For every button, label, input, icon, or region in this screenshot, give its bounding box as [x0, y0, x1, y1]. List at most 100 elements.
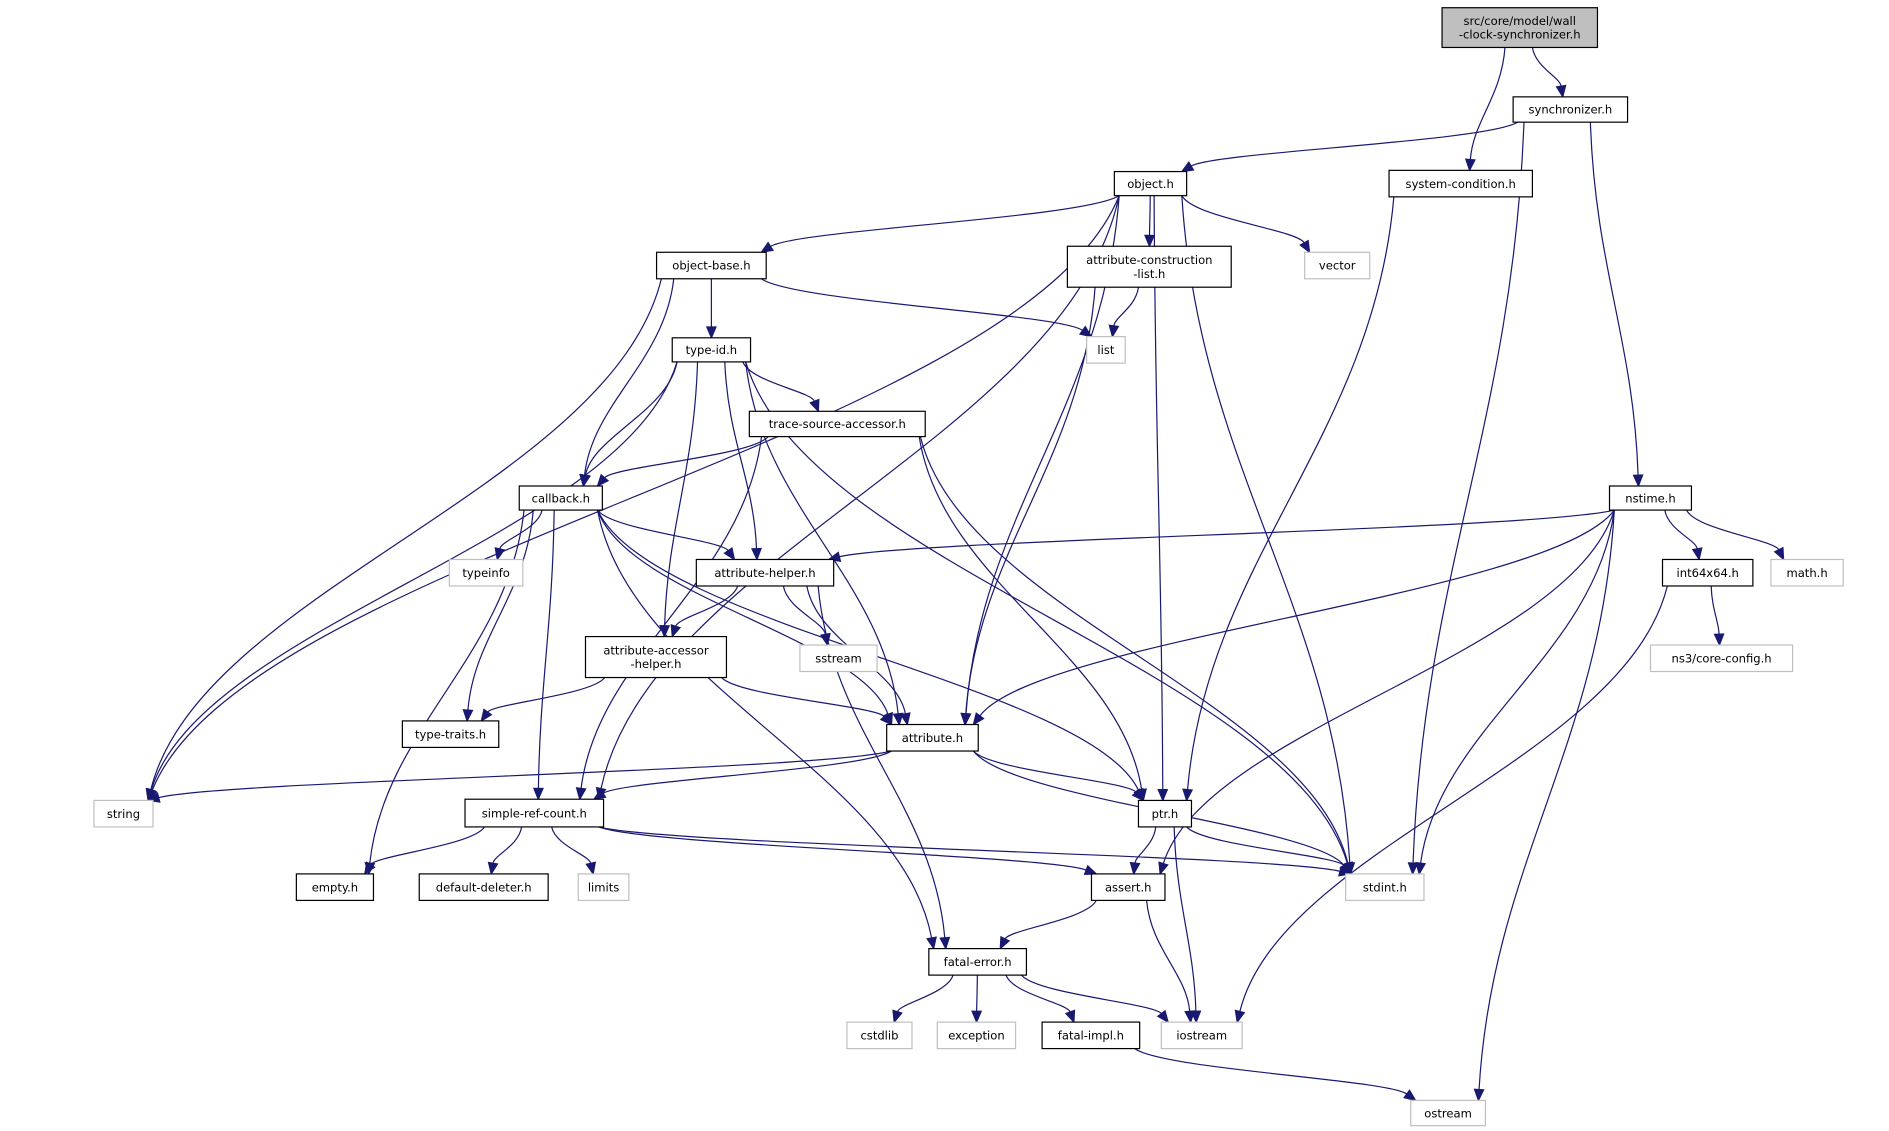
node-box — [401, 720, 500, 749]
arrowhead-icon — [972, 712, 985, 726]
node-stdint: stdint.h — [1345, 873, 1425, 902]
node-simple-ref[interactable]: simple-ref-count.h — [464, 798, 605, 828]
node-box — [295, 873, 375, 902]
edge-trace_source-to-ptr — [918, 436, 1143, 790]
edge-attr_helper-to-attr_acc_helper — [675, 585, 739, 627]
node-system-condition[interactable]: system-condition.h — [1388, 169, 1534, 198]
arrowhead-icon — [1184, 1010, 1196, 1024]
node-synchronizer[interactable]: synchronizer.h — [1512, 96, 1629, 123]
edge-object-to-attr_constr_list — [1148, 195, 1151, 236]
node-label: attribute-accessor — [603, 643, 709, 657]
node-trace-source[interactable]: trace-source-accessor.h — [748, 410, 926, 438]
node-label: typeinfo — [462, 566, 509, 580]
arrowhead-icon — [1632, 474, 1644, 488]
edge-attribute-to-ptr — [972, 750, 1137, 793]
node-label: -clock-synchronizer.h — [1459, 28, 1581, 42]
edge-nstime-to-stdint — [1420, 510, 1615, 864]
node-default-deleter[interactable]: default-deleter.h — [418, 873, 549, 902]
node-label: -list.h — [1133, 267, 1165, 281]
node-fatal-impl[interactable]: fatal-impl.h — [1041, 1021, 1141, 1050]
arrowhead-icon — [971, 1010, 983, 1024]
arrowhead-icon — [1340, 861, 1353, 876]
node-attr-constr-list[interactable]: attribute-construction-list.h — [1066, 245, 1232, 288]
edge-object-to-simple_ref — [600, 195, 1120, 789]
edge-trace_source-to-simple_ref — [580, 436, 763, 789]
node-label: assert.h — [1105, 880, 1151, 894]
node-exception: exception — [936, 1021, 1017, 1050]
node-assert[interactable]: assert.h — [1090, 873, 1166, 902]
edge-assert-to-iostream — [1145, 900, 1191, 1012]
node-type-id[interactable]: type-id.h — [671, 337, 752, 363]
arrowhead-icon — [1773, 546, 1785, 561]
node-ptr[interactable]: ptr.h — [1137, 799, 1193, 828]
node-box — [1160, 1021, 1243, 1050]
node-label: cstdlib — [860, 1029, 898, 1043]
arrowhead-icon — [670, 624, 682, 639]
node-box — [1090, 873, 1166, 902]
edge-callback-to-typeinfo — [499, 509, 543, 550]
edge-callback-to-simple_ref — [537, 510, 555, 789]
node-int64x64[interactable]: int64x64.h — [1661, 558, 1754, 587]
edge-simple_ref-to-empty — [370, 826, 485, 866]
edge-simple_ref-to-default_deleter — [492, 826, 523, 864]
arrowhead-icon — [939, 936, 951, 951]
arrowhead-icon — [1234, 1009, 1246, 1024]
arrowhead-icon — [705, 326, 717, 340]
node-label: system-condition.h — [1406, 177, 1516, 191]
node-empty[interactable]: empty.h — [295, 873, 375, 902]
node-typeinfo: typeinfo — [448, 558, 524, 587]
node-box — [1608, 485, 1693, 511]
node-fatal-error[interactable]: fatal-error.h — [928, 947, 1028, 976]
node-box — [695, 558, 835, 587]
edge-assert-to-fatal_error — [1004, 900, 1097, 940]
arrowhead-icon — [1157, 788, 1169, 802]
node-nstime[interactable]: nstime.h — [1608, 485, 1693, 511]
arrowhead-icon — [1182, 788, 1194, 802]
edge-fatal_error-to-cstdlib — [896, 974, 954, 1013]
arrowhead-icon — [1555, 84, 1567, 99]
node-attr-acc-helper[interactable]: attribute-accessor-helper.h — [584, 635, 728, 679]
node-label: list — [1097, 343, 1114, 357]
arrowhead-icon — [999, 935, 1011, 950]
node-label: string — [107, 807, 140, 821]
node-attr-helper[interactable]: attribute-helper.h — [695, 558, 835, 587]
edge-simple_ref-to-assert — [598, 826, 1087, 871]
arrowhead-icon — [892, 1009, 903, 1024]
node-object-base[interactable]: object-base.h — [655, 251, 767, 280]
node-label: trace-source-accessor.h — [769, 417, 906, 431]
edge-fatal_error-to-fatal_impl — [1005, 974, 1071, 1013]
edge-nstime-to-ostream — [1478, 510, 1615, 1090]
edge-attr_helper-to-fatal_error — [817, 585, 946, 938]
node-sstream: sstream — [799, 644, 878, 673]
arrowhead-icon — [960, 712, 972, 727]
arrowhead-icon — [592, 788, 607, 801]
edge-ptr-to-stdint — [1186, 826, 1346, 867]
node-box — [655, 251, 767, 280]
node-root[interactable]: src/core/model/wall-clock-synchronizer.h — [1441, 7, 1599, 49]
node-object[interactable]: object.h — [1113, 170, 1188, 197]
node-attribute[interactable]: attribute.h — [886, 723, 979, 752]
arrowhead-icon — [899, 712, 911, 727]
edge-attribute-to-string — [158, 750, 892, 799]
edge-type_id-to-string — [150, 361, 678, 791]
node-callback[interactable]: callback.h — [518, 485, 603, 511]
edge-nstime-to-math — [1686, 509, 1780, 551]
edge-nstime-to-attribute — [979, 509, 1615, 717]
edge-attr_acc_helper-to-attribute — [721, 677, 885, 717]
edge-type_id-to-stdint — [745, 361, 1348, 864]
node-label: empty.h — [312, 880, 358, 894]
edge-callback-to-attribute — [596, 509, 889, 715]
edge-object-to-ptr — [1153, 195, 1164, 790]
node-ostream: ostream — [1410, 1099, 1487, 1127]
arrowhead-icon — [1064, 1009, 1076, 1024]
node-box — [577, 873, 630, 902]
edge-type_id-to-callback — [584, 361, 678, 476]
node-label: stdint.h — [1363, 880, 1407, 894]
node-type-traits[interactable]: type-traits.h — [401, 720, 500, 749]
node-cstdlib: cstdlib — [846, 1021, 913, 1050]
edge-system_condition-to-ptr — [1186, 196, 1395, 790]
node-label: type-traits.h — [415, 727, 486, 741]
node-label: int64x64.h — [1677, 566, 1739, 580]
node-box — [748, 410, 926, 438]
